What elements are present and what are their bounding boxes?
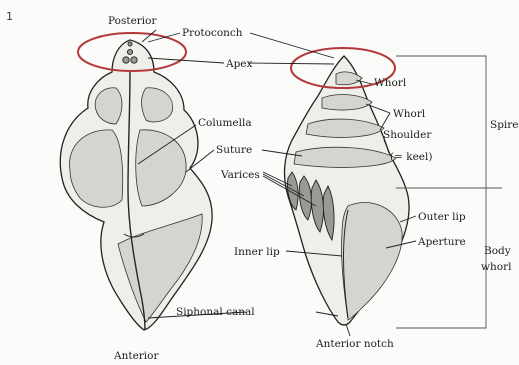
- label-posterior: Posterior: [108, 15, 157, 27]
- label-spire: Spire: [490, 119, 519, 131]
- label-outer-lip: Outer lip: [418, 211, 466, 223]
- label-aperture: Aperture: [417, 236, 466, 248]
- leader-whorl-2: [380, 113, 390, 130]
- leader-anterior-notch: [346, 324, 350, 336]
- shell-exterior-drawing: [285, 56, 410, 325]
- label-apex: Apex: [225, 58, 253, 70]
- label-whorl-partial: Whorl: [374, 77, 407, 89]
- label-suture: Suture: [216, 144, 252, 156]
- label-anterior: Anterior: [113, 350, 159, 362]
- spire-bracket: [396, 56, 486, 188]
- label-protoconch: Protoconch: [182, 27, 243, 39]
- label-keel: (= keel): [390, 151, 432, 163]
- label-inner-lip: Inner lip: [234, 246, 280, 258]
- label-shoulder: Shoulder: [383, 129, 432, 141]
- label-body-whorl-line2: whorl: [481, 261, 512, 273]
- page-marker: 1: [6, 10, 13, 23]
- shell-section-drawing: [60, 40, 212, 330]
- protoconch-whorl: [123, 57, 129, 63]
- leader-apex-left: [148, 58, 224, 63]
- aperture-opening: [341, 202, 402, 320]
- leader-apex-right: [248, 63, 334, 64]
- leader-protoconch-right: [250, 33, 334, 58]
- label-body-whorl-line1: Body: [484, 245, 511, 257]
- label-siphonal-canal: Siphonal canal: [176, 306, 255, 318]
- label-anterior-notch: Anterior notch: [315, 338, 394, 350]
- protoconch-whorl: [127, 49, 132, 54]
- protoconch-whorl: [131, 57, 137, 63]
- label-varices: Varices: [220, 169, 260, 181]
- protoconch-whorl: [128, 42, 132, 46]
- label-whorl: Whorl: [393, 108, 426, 120]
- label-columella: Columella: [198, 117, 252, 129]
